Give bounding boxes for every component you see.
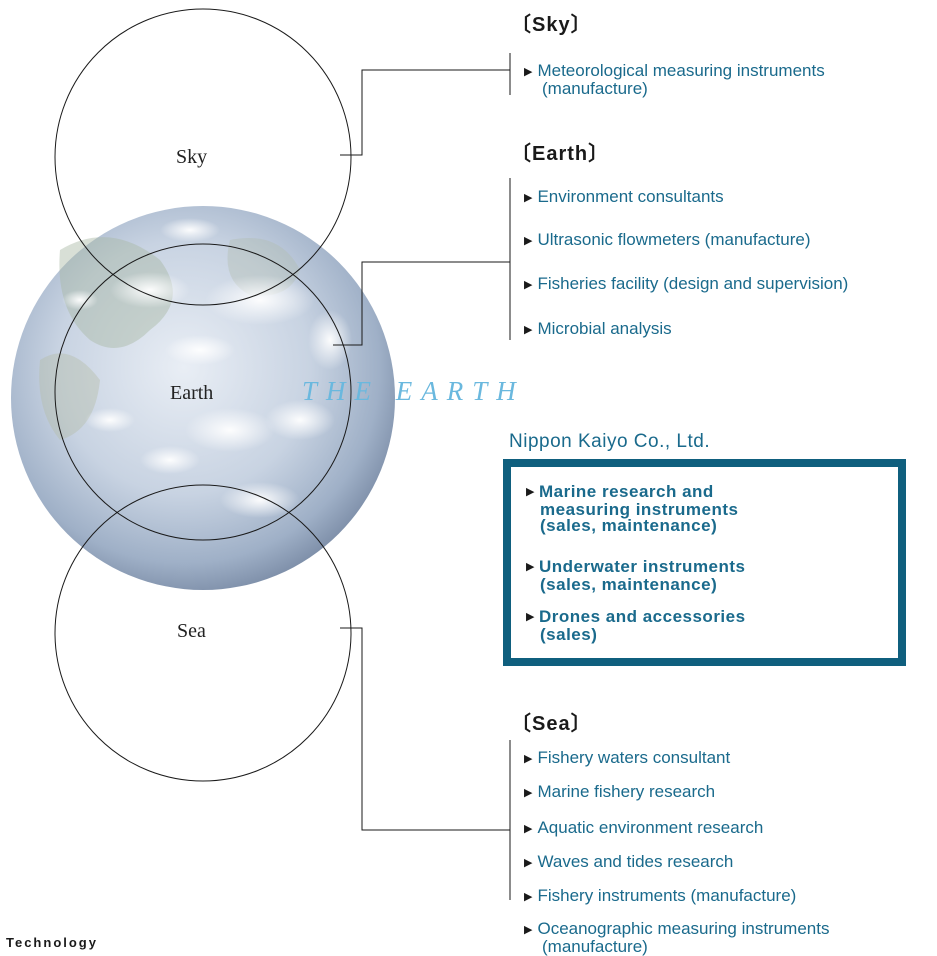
company-service-item: ▶Underwater instruments (sales, maintena…	[526, 557, 746, 594]
bullet-triangle-icon: ▶	[524, 787, 533, 799]
sea-item: ▶Waves and tides research	[524, 852, 734, 871]
bullet-triangle-icon: ▶	[524, 924, 533, 936]
sea-item: ▶Fishery instruments (manufacture)	[524, 886, 797, 905]
sea-item: ▶Fishery waters consultant	[524, 748, 731, 767]
footer-label: Technology	[6, 935, 98, 950]
sea-item: ▶Marine fishery research	[524, 782, 716, 801]
sky-heading: 〔Sky〕	[511, 14, 592, 36]
bullet-triangle-icon: ▶	[524, 857, 533, 869]
earth-connector	[333, 178, 511, 346]
sky-circle-label: Sky	[176, 146, 208, 168]
sea-heading: 〔Sea〕	[511, 713, 592, 735]
earth-circle	[54, 243, 352, 541]
bullet-triangle-icon: ▶	[524, 279, 533, 291]
sky-item: ▶Meteorological measuring instruments (m…	[524, 61, 825, 98]
company-service-item: ▶Drones and accessories (sales)	[526, 607, 746, 644]
bullet-triangle-icon: ▶	[526, 611, 535, 623]
sea-circle	[54, 484, 352, 782]
sea-item: ▶Aquatic environment research	[524, 818, 764, 837]
sky-circle	[54, 8, 352, 306]
earth-item: ▶Microbial analysis	[524, 319, 672, 338]
company-name: Nippon Kaiyo Co., Ltd.	[509, 431, 711, 452]
earth-heading: 〔Earth〕	[511, 143, 610, 165]
earth-globe	[11, 206, 395, 590]
sea-circle-label: Sea	[177, 620, 206, 642]
bullet-triangle-icon: ▶	[524, 823, 533, 835]
bullet-triangle-icon: ▶	[526, 561, 535, 573]
bullet-triangle-icon: ▶	[524, 235, 533, 247]
bullet-triangle-icon: ▶	[524, 66, 533, 78]
company-services-box	[503, 459, 906, 666]
company-service-item: ▶Marine research and measuring instrumen…	[526, 482, 739, 535]
bullet-triangle-icon: ▶	[524, 324, 533, 336]
earth-circle-label: Earth	[170, 382, 214, 404]
earth-item: ▶Fisheries facility (design and supervis…	[524, 274, 849, 293]
bullet-triangle-icon: ▶	[526, 486, 535, 498]
sea-item: ▶Oceanographic measuring instruments (ma…	[524, 919, 830, 956]
sea-connector	[340, 627, 511, 900]
sky-connector	[340, 53, 511, 156]
bullet-triangle-icon: ▶	[524, 192, 533, 204]
the-earth-watermark: THE EARTH	[302, 376, 525, 406]
earth-item: ▶Ultrasonic flowmeters (manufacture)	[524, 230, 811, 249]
bullet-triangle-icon: ▶	[524, 891, 533, 903]
earth-item: ▶Environment consultants	[524, 187, 724, 206]
bullet-triangle-icon: ▶	[524, 753, 533, 765]
